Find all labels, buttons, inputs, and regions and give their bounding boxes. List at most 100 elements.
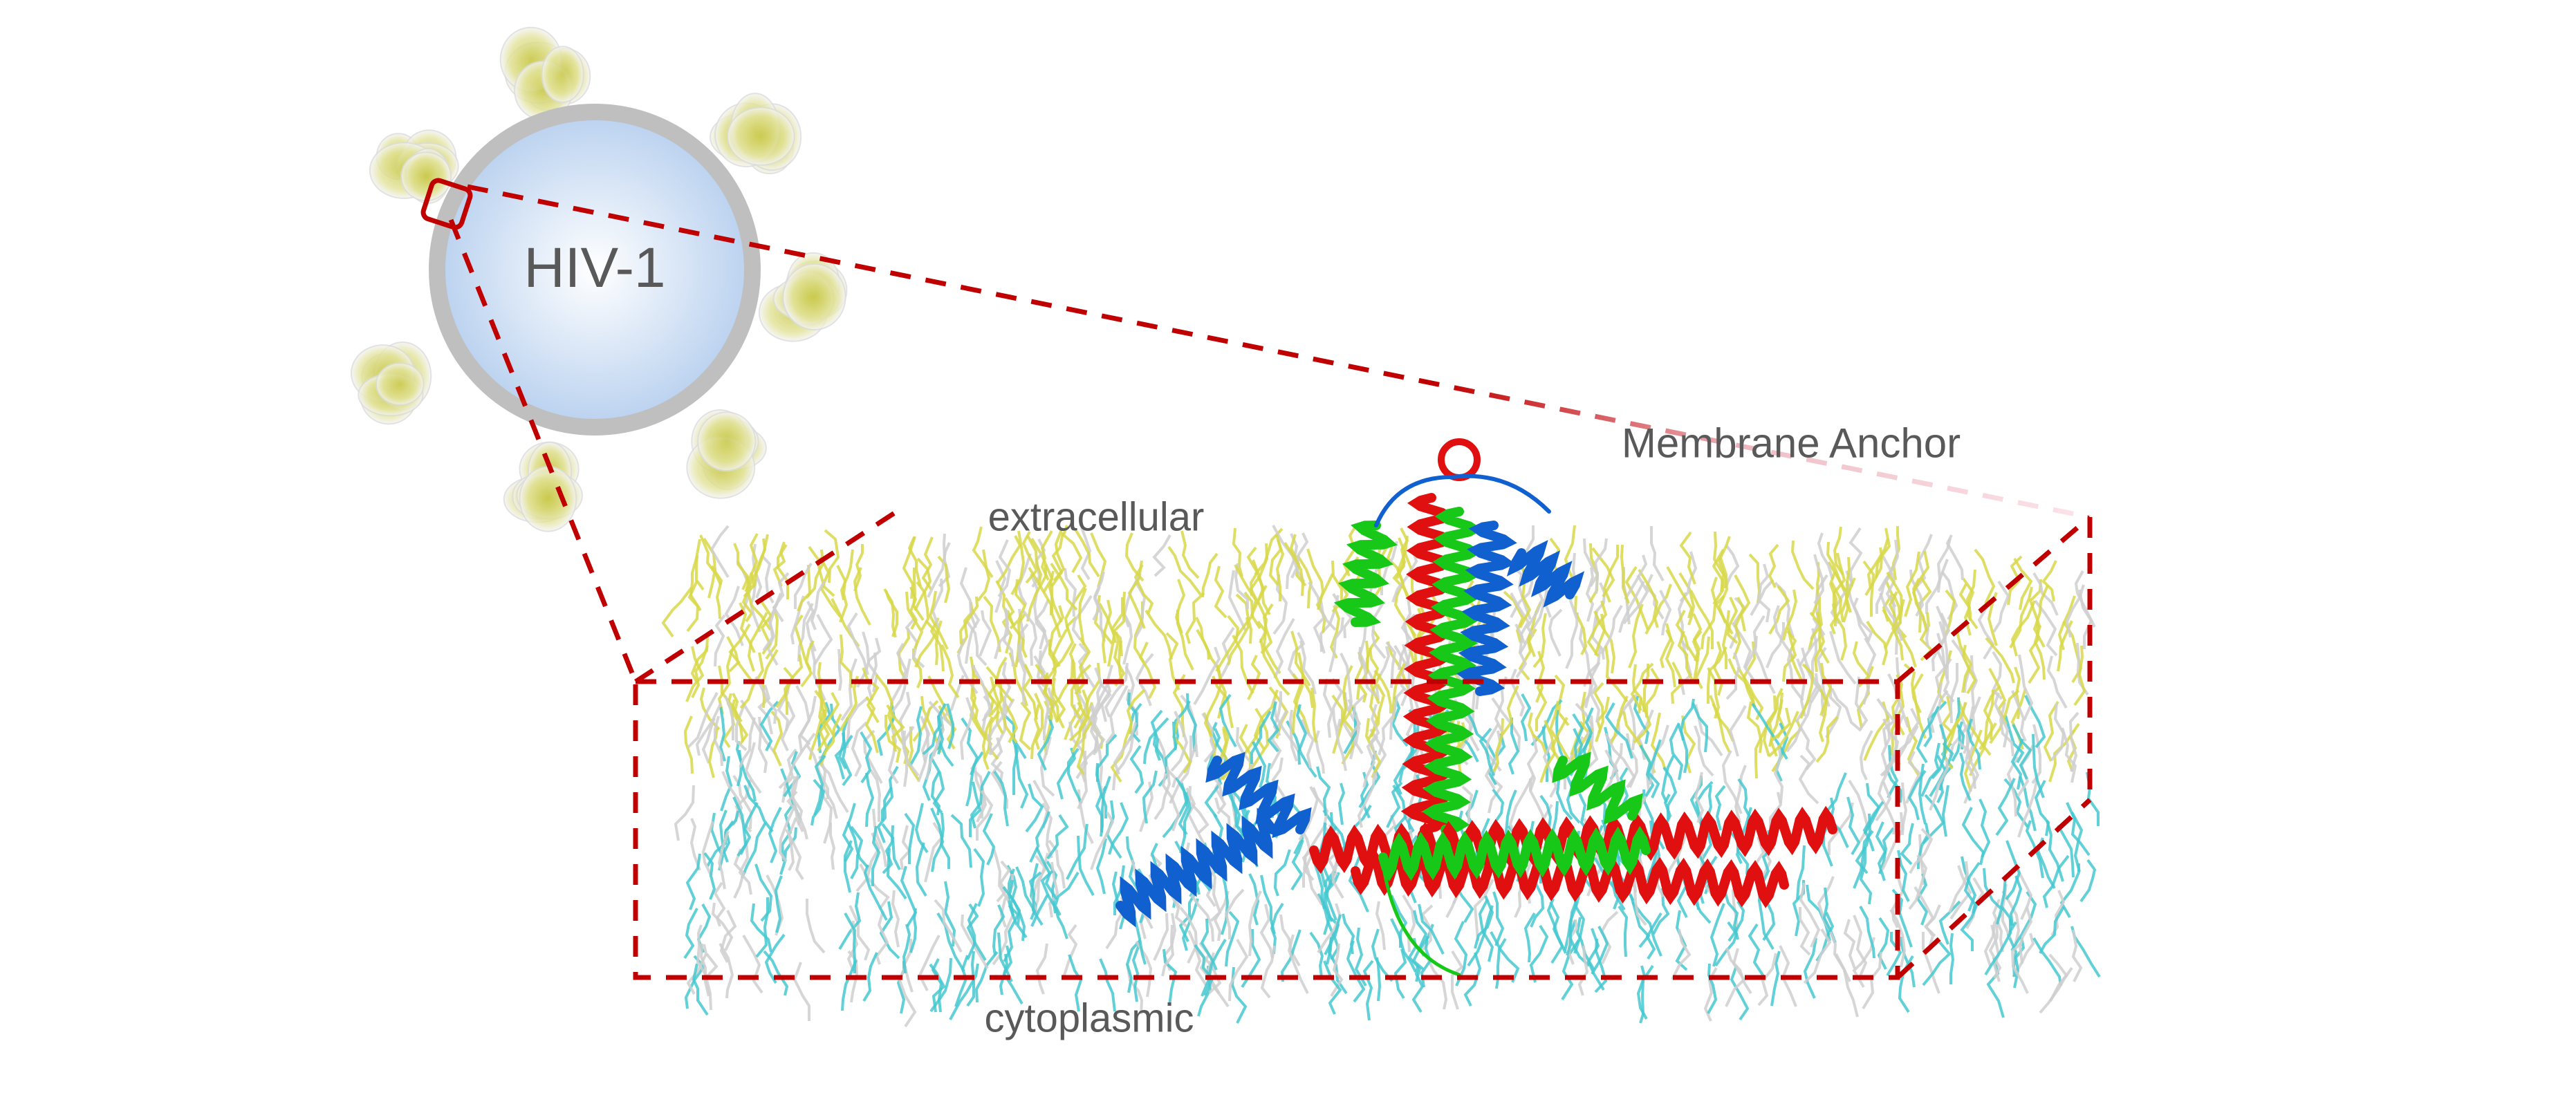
lipid — [2009, 875, 2023, 926]
lipid — [2016, 868, 2033, 920]
lipid — [2012, 724, 2032, 780]
lipid — [1012, 739, 1019, 795]
lipid — [1175, 776, 1189, 836]
lipid — [1694, 771, 1705, 823]
lipid — [1593, 857, 1622, 910]
lipid — [1832, 603, 1848, 661]
lipid — [699, 943, 710, 997]
lipid — [1297, 652, 1314, 709]
lipid — [914, 557, 932, 611]
lipid — [1523, 912, 1536, 963]
lipid — [1001, 597, 1015, 654]
lipid — [996, 860, 1011, 903]
lipid — [1948, 861, 1970, 913]
lipid — [1204, 774, 1223, 818]
lipid — [1647, 739, 1662, 798]
lipid — [1659, 590, 1672, 636]
lipid — [1369, 647, 1380, 704]
lipid — [1314, 730, 1325, 774]
lipid — [1770, 951, 1781, 1007]
lipid — [1908, 854, 1928, 910]
lipid — [1844, 556, 1852, 613]
lipid — [1866, 538, 1889, 590]
lipid — [1218, 693, 1237, 747]
lipid — [1593, 538, 1608, 595]
lipid — [1618, 905, 1629, 957]
lipid — [1717, 557, 1729, 624]
lipid — [1677, 724, 1688, 774]
zoom-line-lower — [448, 218, 638, 683]
lipid — [2032, 733, 2045, 798]
lipid — [1725, 652, 1741, 700]
lipid — [1983, 868, 2003, 925]
lipid — [1029, 811, 1050, 863]
lipid — [1129, 745, 1145, 794]
lipid — [1248, 873, 1260, 926]
lipid — [1734, 765, 1747, 823]
lipid — [1348, 856, 1369, 912]
lipid — [757, 684, 773, 735]
lipid — [851, 721, 868, 777]
lipid — [2012, 933, 2035, 978]
lipid — [934, 620, 943, 666]
lipid — [772, 572, 790, 623]
lipid — [959, 697, 974, 760]
lipid — [1143, 717, 1169, 765]
lipid — [793, 962, 810, 1021]
lipid — [1799, 663, 1815, 719]
lipid — [1186, 693, 1198, 752]
lipid — [1866, 620, 1889, 666]
protein-helix — [1456, 521, 1517, 696]
virus-label: HIV-1 — [523, 236, 666, 299]
lipid — [718, 665, 743, 722]
zoom-line-upper — [467, 184, 2091, 520]
lipid — [1260, 945, 1276, 999]
lipid — [1391, 696, 1409, 747]
lipid — [1712, 641, 1724, 696]
lipid — [1894, 708, 1920, 765]
lipid — [1340, 653, 1353, 711]
lipid — [1009, 579, 1027, 630]
lipid — [904, 812, 916, 864]
env-spike — [369, 129, 459, 205]
lipid — [1356, 640, 1370, 700]
lipid — [1694, 780, 1714, 827]
lipid — [1167, 545, 1202, 596]
lipid — [1877, 781, 1897, 835]
lipid — [2004, 715, 2025, 763]
lipid — [714, 614, 726, 667]
lipid — [1371, 601, 1387, 659]
lipid — [1095, 838, 1107, 895]
lipid — [846, 821, 869, 869]
protein-helix — [1552, 751, 1643, 825]
lipid — [949, 963, 979, 1020]
lipid — [909, 908, 918, 953]
lipid — [1979, 689, 1994, 751]
lipid — [1876, 698, 1896, 746]
lipid — [762, 592, 782, 652]
lipid — [2017, 777, 2039, 838]
lipid — [1929, 758, 1949, 811]
lipid — [1095, 762, 1107, 818]
lipid — [1564, 525, 1579, 589]
lipid — [1748, 923, 1766, 980]
lipid — [1862, 801, 1884, 852]
lipid — [1532, 612, 1547, 668]
lipid — [1737, 778, 1754, 823]
lipid — [1813, 554, 1825, 605]
lipid — [687, 692, 719, 749]
lipid — [1671, 928, 1692, 980]
lipid — [1886, 932, 1902, 977]
lipid — [902, 924, 911, 974]
spike-lobe — [727, 106, 795, 166]
lipid — [1790, 540, 1815, 590]
lipid — [1974, 548, 1996, 604]
lipid — [1951, 721, 1963, 762]
lipid — [850, 825, 864, 879]
lipid — [936, 703, 947, 755]
protein-helix — [1351, 848, 1789, 908]
lipid — [993, 770, 1009, 827]
lipid — [1235, 593, 1253, 644]
lipid — [1585, 567, 1595, 622]
